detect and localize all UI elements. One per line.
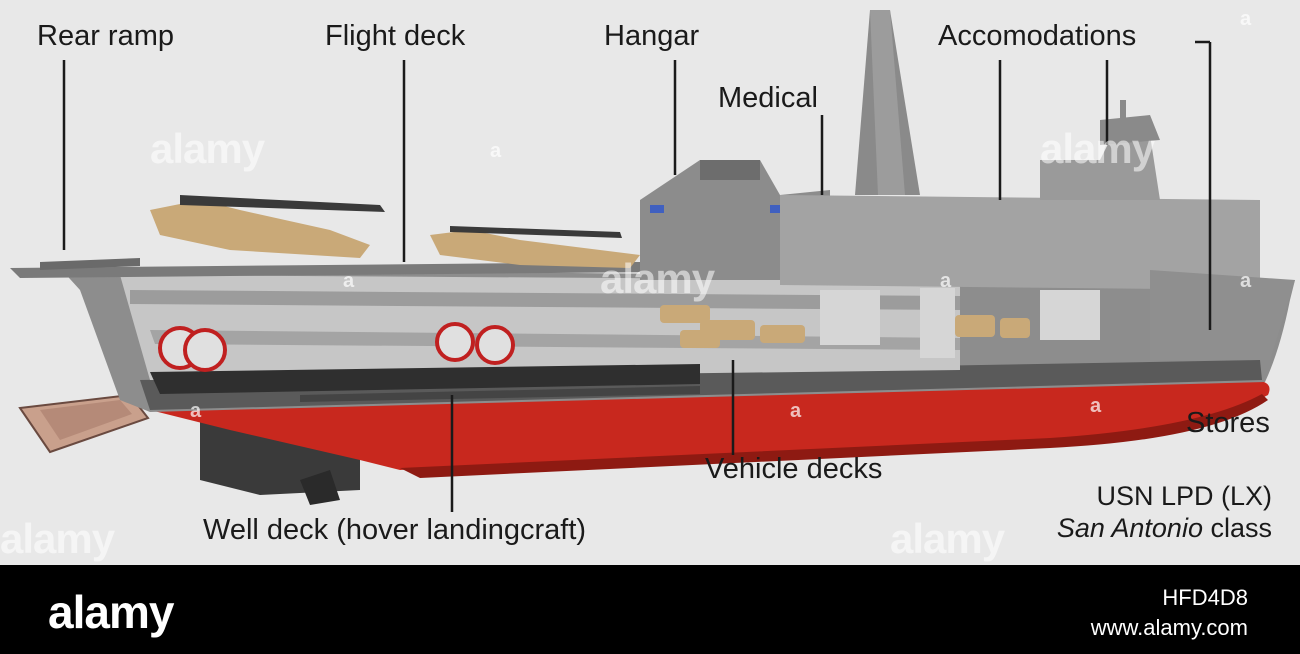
watermark-small: a [790, 400, 802, 422]
diagram-canvas: Rear ramp Flight deck Hangar Medical Acc… [0, 0, 1300, 565]
leader-lines [62, 40, 1212, 512]
watermark-small: a [490, 140, 502, 162]
landing-craft-group [158, 322, 515, 372]
flight-deck-surface [10, 262, 660, 278]
label-rear-ramp: Rear ramp [37, 20, 174, 52]
watermark-small: a [343, 270, 355, 292]
footer-bar: alamy HFD4D8 www.alamy.com [0, 565, 1300, 654]
label-well-deck: Well deck (hover landingcraft) [203, 514, 587, 546]
ship-cutaway-illustration [10, 10, 1295, 512]
watermark-small: a [1240, 8, 1252, 30]
ship-class-name: San Antonio class [1056, 513, 1272, 544]
ship-class-title: USN LPD (LX) San Antonio class [1057, 480, 1272, 545]
bow-section [1150, 270, 1295, 360]
label-stores: Stores [1186, 407, 1270, 439]
watermark-small: a [1240, 270, 1252, 292]
watermark: alamy [1040, 125, 1155, 172]
compartments-group [820, 288, 1100, 358]
main-superstructure [780, 195, 1260, 290]
ship-designation: USN LPD (LX) [1096, 481, 1272, 511]
footer-logo: alamy [48, 586, 174, 638]
image-id: HFD4D8 [1162, 585, 1248, 610]
watermark-small: a [190, 400, 202, 422]
label-flight-deck: Flight deck [325, 20, 466, 52]
watermark: alamy [0, 515, 115, 562]
watermark: alamy [600, 255, 715, 302]
watermark: alamy [150, 125, 265, 172]
label-vehicle-decks: Vehicle decks [705, 453, 883, 485]
footer-url: www.alamy.com [1090, 615, 1248, 640]
label-medical: Medical [718, 82, 818, 114]
label-hangar: Hangar [604, 20, 700, 52]
label-accomodations: Accomodations [938, 20, 1137, 52]
vehicles-group [660, 305, 1030, 348]
watermark-small: a [1090, 395, 1102, 417]
watermark-small: a [940, 270, 952, 292]
watermark: alamy [890, 515, 1005, 562]
